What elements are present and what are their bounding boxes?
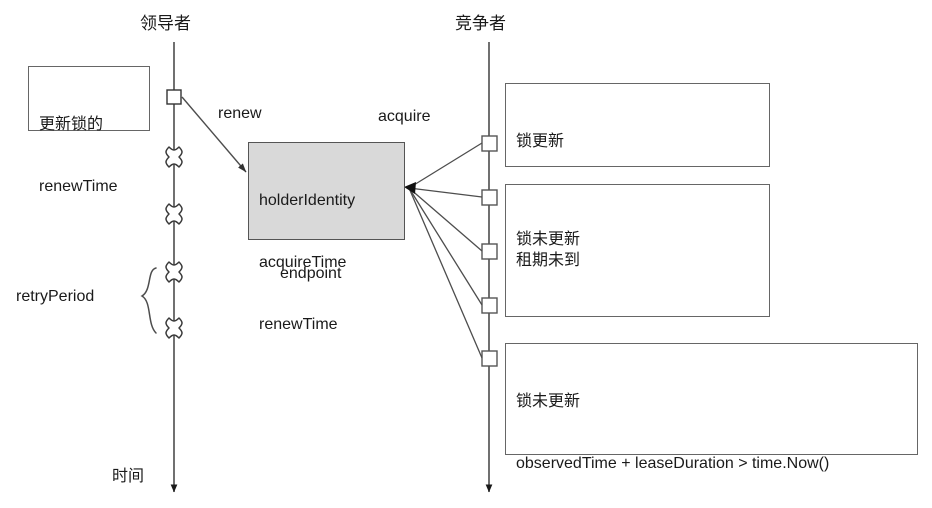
edge-label-acquire: acquire: [378, 108, 431, 125]
lock-record-box: holderIdentity acquireTime renewTime: [248, 142, 405, 333]
retry-period-label: retryPeriod: [16, 288, 95, 305]
lock-record-line-2: acquireTime: [259, 253, 347, 271]
failure-marker-icon: [165, 317, 183, 339]
competitor-probe-node: [481, 350, 498, 367]
competitor-note-2-line-1: 锁未更新: [516, 230, 581, 248]
competitor-note-box-1: 锁更新 observedTime=time.Now() 租期未到: [505, 83, 770, 274]
competitor-note-box-2: 锁未更新 租期未到: [505, 184, 770, 317]
edge-label-endpoint: endpoint: [280, 265, 342, 282]
leader-note-box: 更新锁的 renewTime: [28, 66, 150, 195]
lifeline-header-leader: 领导者: [140, 14, 191, 33]
leader-note-line-2: renewTime: [39, 177, 118, 195]
edge-label-renew: renew: [218, 105, 262, 122]
competitor-probe-node: [481, 243, 498, 260]
competitor-probe-node: [481, 189, 498, 206]
lock-record-line-3: renewTime: [259, 316, 338, 334]
retry-period-brace: [140, 267, 157, 334]
leader-note-line-1: 更新锁的: [39, 115, 104, 133]
lifeline-header-competitor: 竞争者: [455, 14, 506, 33]
failure-marker-icon: [165, 261, 183, 283]
failure-marker-icon: [165, 146, 183, 168]
time-axis-label: 时间: [112, 468, 145, 485]
acquire-arrows: [404, 142, 483, 359]
competitor-note-2-line-2: 租期未到: [516, 251, 581, 269]
competitor-note-3-line-2: observedTime + leaseDuration > time.Now(…: [516, 454, 830, 472]
competitor-note-box-3: 锁未更新 observedTime + leaseDuration > time…: [505, 343, 918, 472]
competitor-probe-node: [481, 297, 498, 314]
failure-marker-icon: [165, 203, 183, 225]
competitor-probe-node: [481, 135, 498, 152]
competitor-note-1-line-1: 锁更新: [516, 132, 565, 150]
leader-renew-node: [166, 89, 182, 105]
competitor-note-3-line-1: 锁未更新: [516, 392, 581, 410]
lock-record-line-1: holderIdentity: [259, 191, 356, 209]
